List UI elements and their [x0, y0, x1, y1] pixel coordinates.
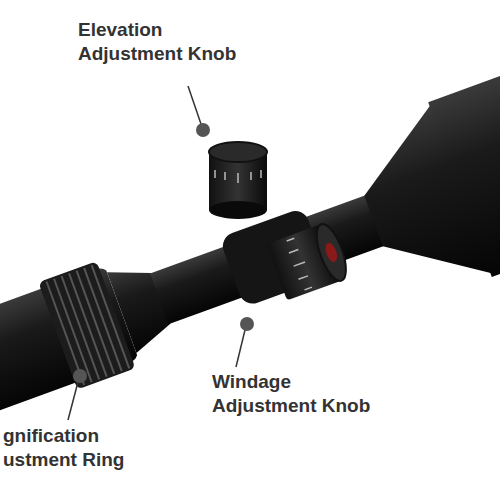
callout-label: Windage Adjustment Knob — [212, 370, 382, 418]
callout-label: gnification ustment Ring — [3, 424, 135, 472]
callout-label: Elevation Adjustment Knob — [78, 18, 248, 66]
